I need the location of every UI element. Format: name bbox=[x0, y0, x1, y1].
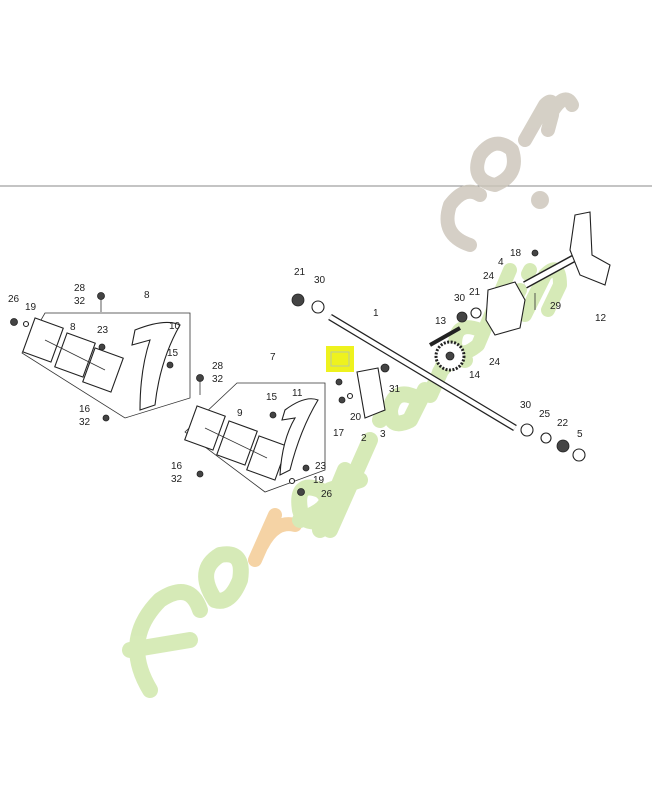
highlighted-part-marker[interactable] bbox=[326, 346, 354, 372]
part-number-label: 24 bbox=[489, 357, 501, 368]
part-number-label: 14 bbox=[469, 370, 481, 381]
part-number-label: 13 bbox=[435, 316, 447, 327]
part-number-label: 32 bbox=[74, 296, 86, 307]
main-shaft-assembly bbox=[291, 211, 611, 462]
part-number-label: 16 bbox=[79, 404, 91, 415]
part-number-label: 28 bbox=[74, 283, 86, 294]
part-number-label: 2 bbox=[361, 433, 367, 444]
part-number-label: 11 bbox=[292, 388, 303, 399]
part-number-label: 19 bbox=[313, 475, 325, 486]
part-number-label: 26 bbox=[321, 489, 333, 500]
part-number-label: 9 bbox=[237, 408, 243, 419]
part-number-label: 15 bbox=[167, 348, 179, 359]
part-number-label: 3 bbox=[380, 429, 386, 440]
part-number-label: 15 bbox=[266, 392, 278, 403]
part-number-label: 18 bbox=[510, 248, 522, 259]
part-number-label: 30 bbox=[454, 293, 466, 304]
part-number-label: 8 bbox=[70, 322, 76, 333]
part-number-label: 1 bbox=[373, 308, 379, 319]
part-number-label: 16 bbox=[171, 461, 183, 472]
part-number-label: 32 bbox=[171, 474, 183, 485]
part-number-label: 17 bbox=[333, 428, 345, 439]
part-number-label: 7 bbox=[270, 352, 276, 363]
part-number-label: 21 bbox=[469, 287, 481, 298]
part-number-label: 32 bbox=[212, 374, 224, 385]
part-number-label: 31 bbox=[389, 384, 401, 395]
part-number-label: 8 bbox=[144, 290, 150, 301]
part-number-label: 12 bbox=[595, 313, 607, 324]
part-number-label: 5 bbox=[577, 429, 583, 440]
part-number-label: 24 bbox=[483, 271, 495, 282]
part-number-label: 19 bbox=[25, 302, 37, 313]
part-number-label: 30 bbox=[314, 275, 326, 286]
part-number-label: 4 bbox=[498, 257, 504, 268]
tine-assembly-left bbox=[10, 292, 204, 422]
part-number-label: 28 bbox=[212, 361, 224, 372]
part-labels: 26 19 28 32 8 8 23 10 15 28 32 16 32 7 1… bbox=[8, 248, 607, 500]
part-number-label: 23 bbox=[315, 461, 327, 472]
part-number-label: 30 bbox=[520, 400, 532, 411]
part-number-label: 23 bbox=[97, 325, 109, 336]
part-number-label: 10 bbox=[169, 321, 181, 332]
part-number-label: 26 bbox=[8, 294, 20, 305]
part-number-label: 22 bbox=[557, 418, 569, 429]
part-number-label: 25 bbox=[539, 409, 551, 420]
part-number-label: 20 bbox=[350, 412, 362, 423]
tine-assembly-right bbox=[184, 382, 326, 496]
part-number-label: 29 bbox=[550, 301, 562, 312]
part-number-label: 21 bbox=[294, 267, 306, 278]
part-number-label: 32 bbox=[79, 417, 91, 428]
